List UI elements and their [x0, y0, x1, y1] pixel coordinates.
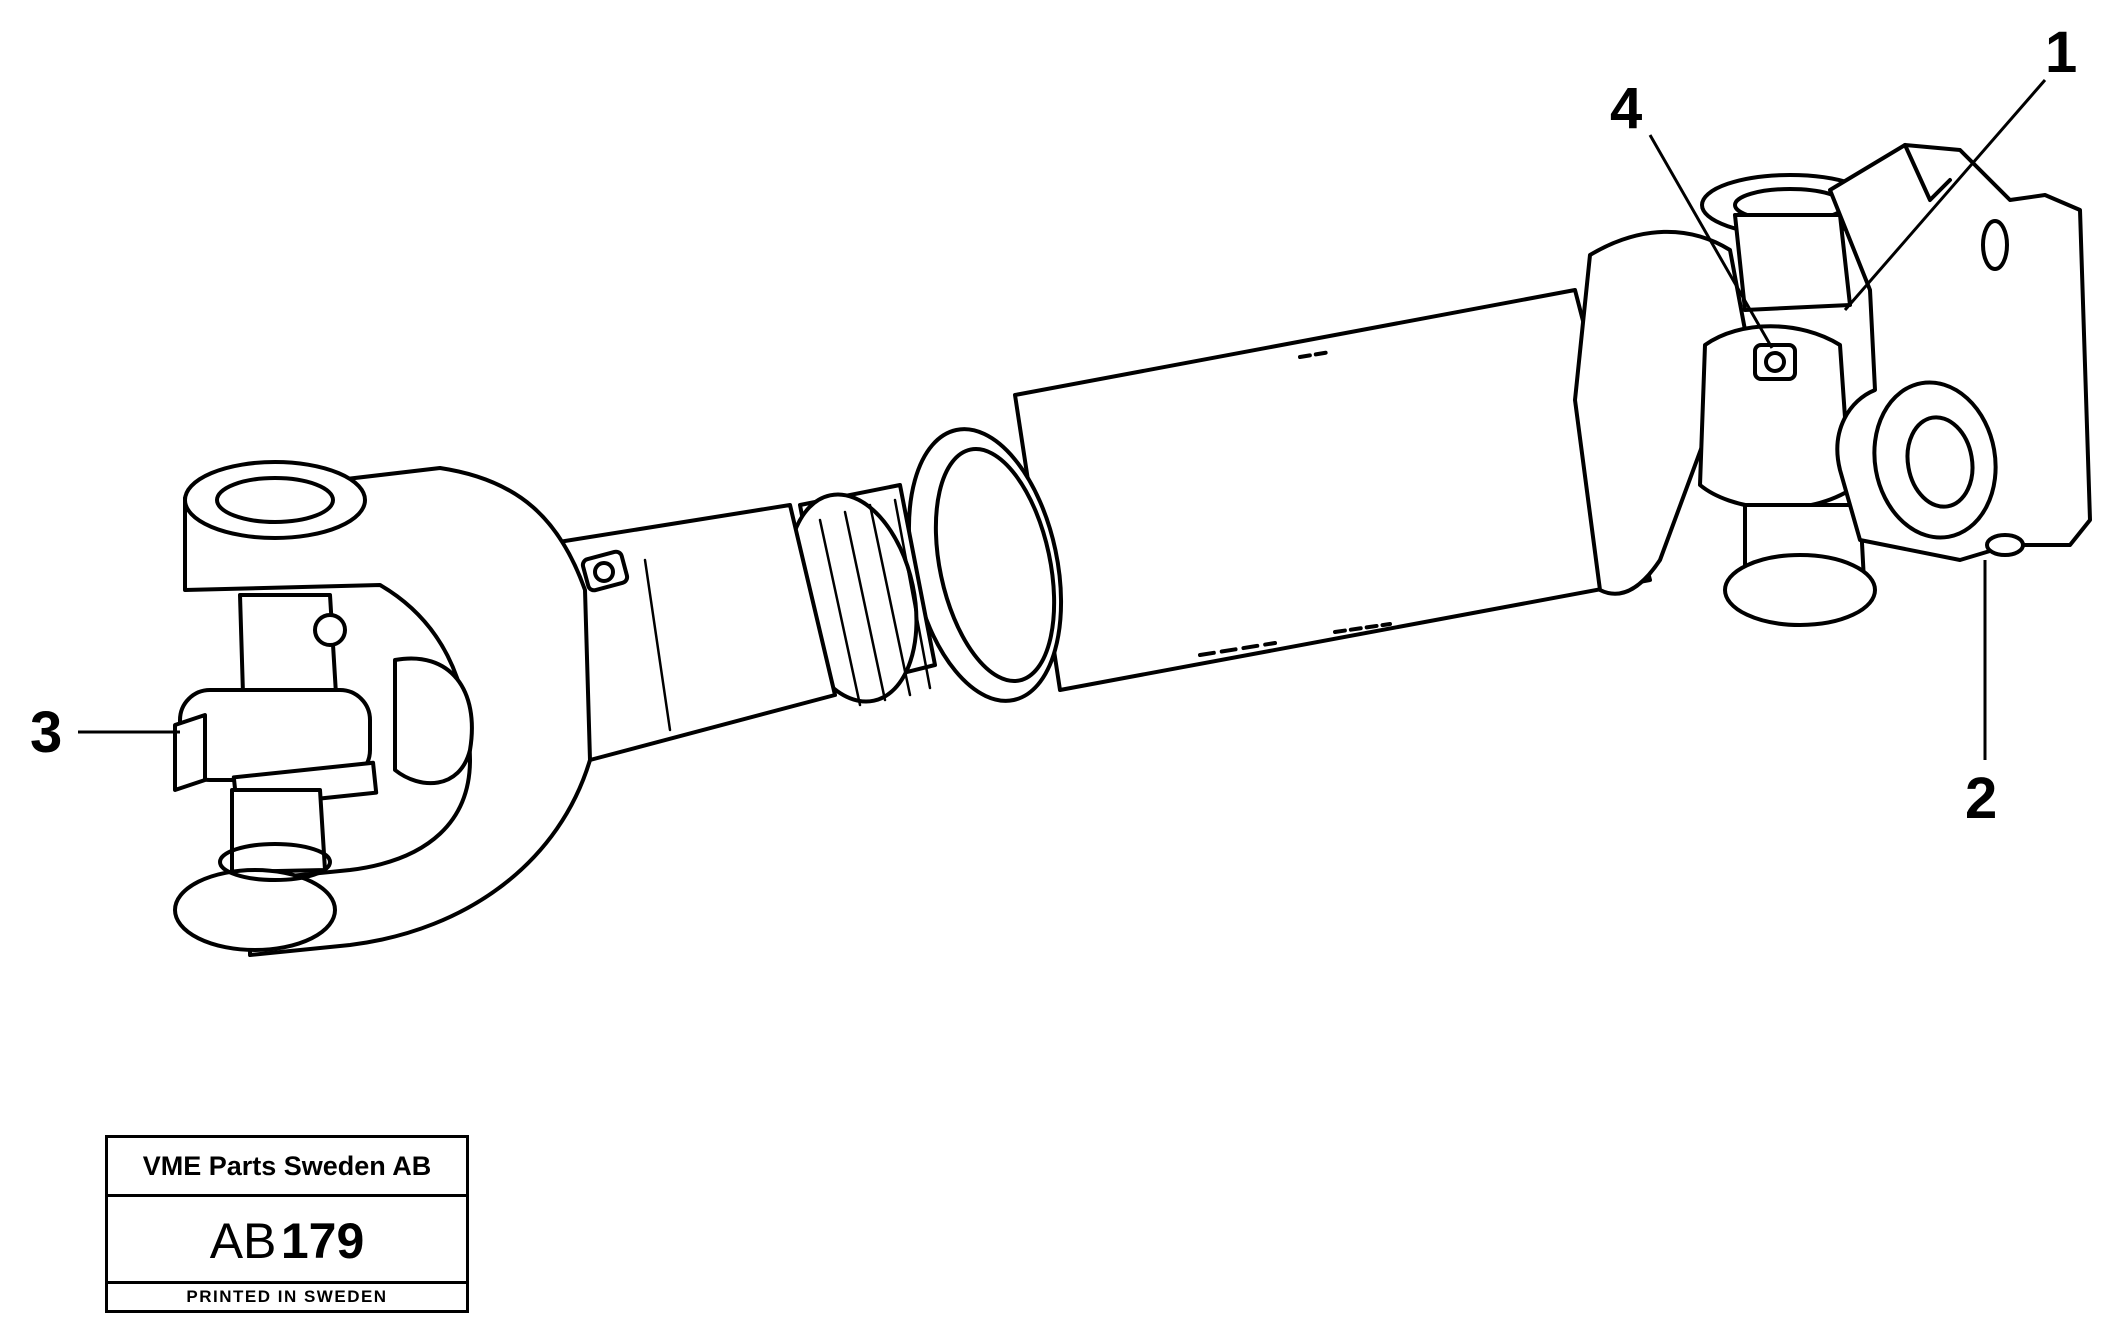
flange-yoke	[1828, 143, 2092, 562]
stamp-code-prefix: AB	[209, 1213, 277, 1269]
stamp-company: VME Parts Sweden AB	[108, 1138, 466, 1197]
callout-label-4: 4	[1610, 76, 1642, 141]
universal-joint-front	[173, 460, 592, 957]
callout-1: 1	[1843, 20, 2077, 311]
stamp-printed-in: PRINTED IN SWEDEN	[108, 1281, 466, 1310]
callout-label-3: 3	[30, 700, 62, 765]
stamp-code: AB 179	[108, 1197, 466, 1285]
callout-4: 4	[1610, 76, 1774, 349]
callout-2: 2	[1965, 560, 1997, 831]
stamp-code-number: 179	[280, 1213, 365, 1269]
callout-label-2: 2	[1965, 766, 1997, 831]
grease-nipple-left	[580, 549, 630, 593]
parts-stamp: VME Parts Sweden AB AB 179 PRINTED IN SW…	[105, 1135, 469, 1313]
callout-label-1: 1	[2045, 20, 2077, 85]
shaft-tube-right	[1013, 288, 1652, 692]
grease-nipple-rear	[1753, 343, 1797, 381]
universal-joint-rear	[1573, 143, 2092, 627]
callout-3: 3	[30, 700, 180, 765]
